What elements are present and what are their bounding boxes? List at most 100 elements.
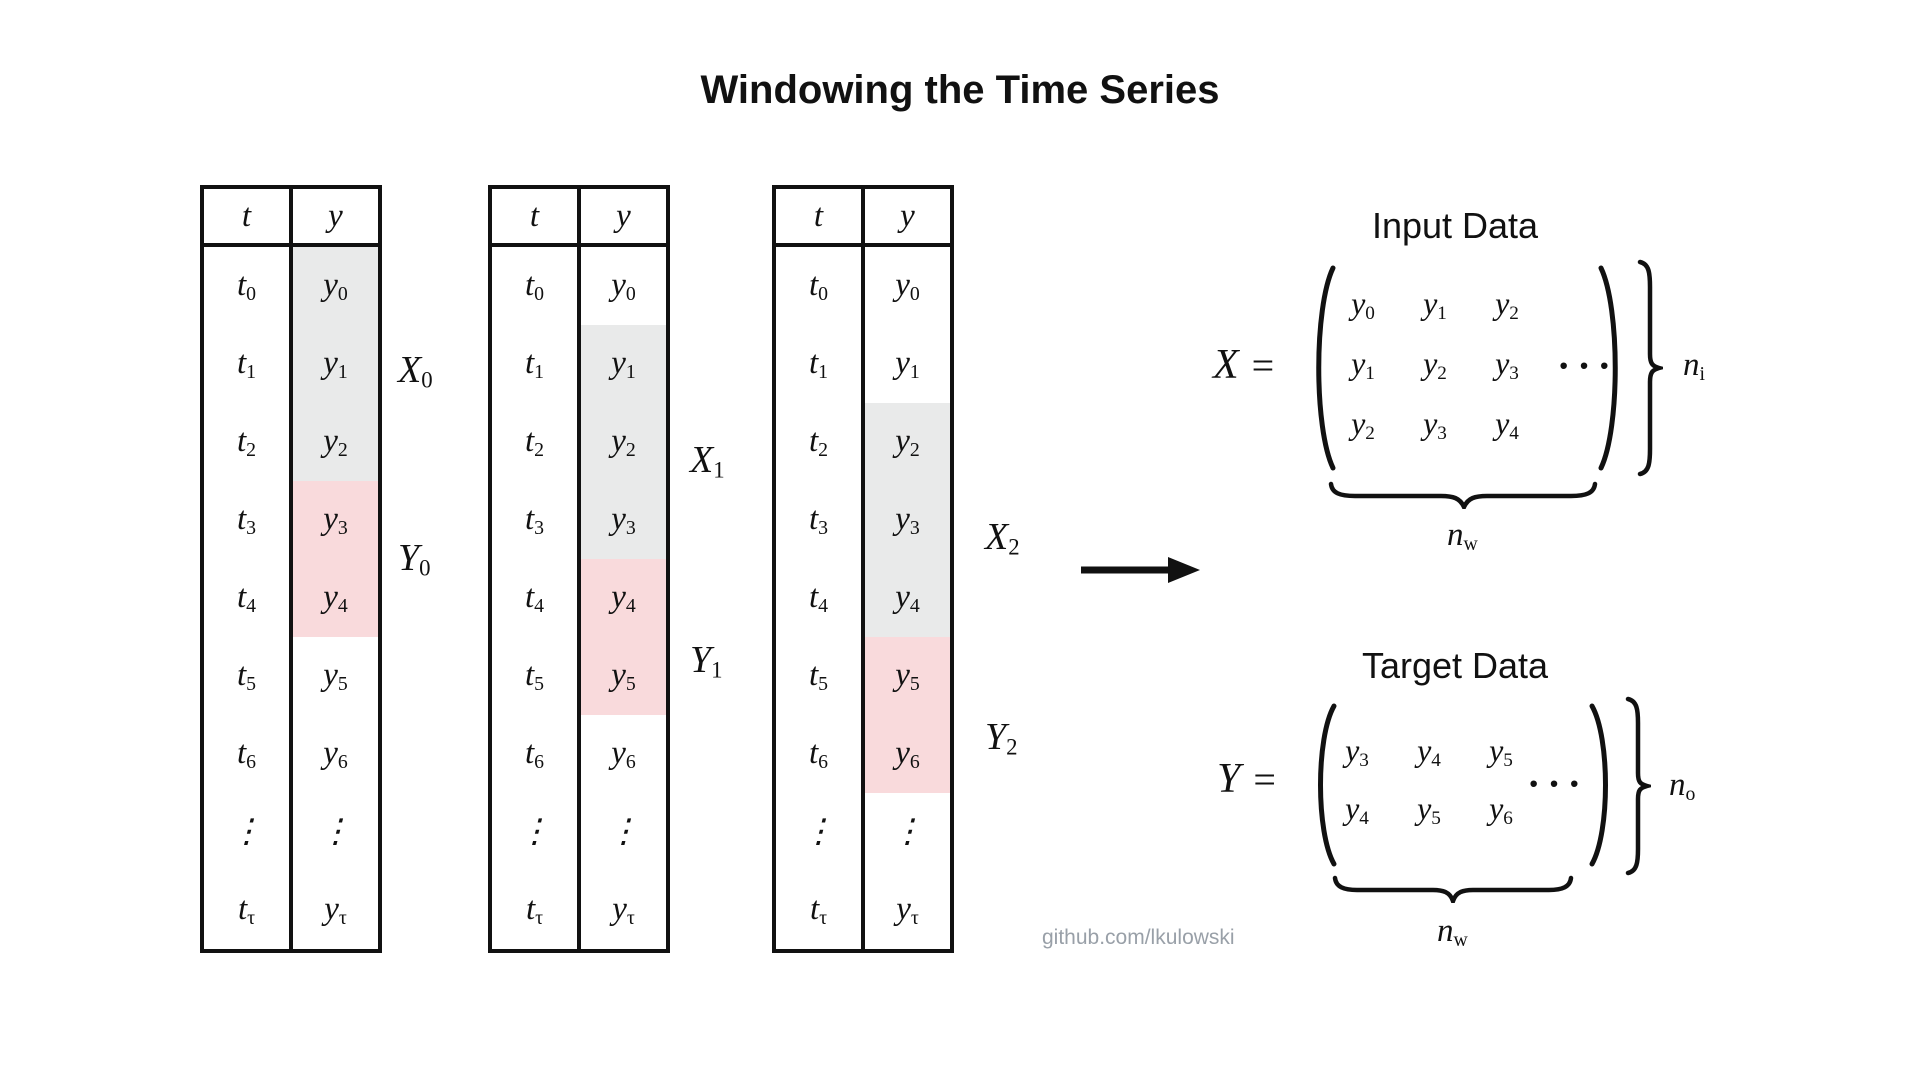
y-cell: ⋮: [891, 814, 924, 851]
y-cell: y0: [611, 266, 636, 305]
table-header: t y: [204, 189, 378, 247]
y-cell: ⋮: [607, 814, 640, 851]
t-cell: t4: [524, 578, 545, 617]
right-brace-icon: [1625, 696, 1651, 876]
t-cell: t2: [808, 422, 829, 461]
t-cell: t6: [808, 734, 829, 773]
target-window-highlight: [581, 559, 666, 715]
t-cell: ⋮: [230, 814, 263, 851]
t-cell: t1: [524, 344, 545, 383]
column-header-t: t: [241, 197, 252, 234]
window-label-x2: X2: [985, 516, 1020, 560]
matrix-cell: y2: [1351, 405, 1375, 444]
column-header-y: y: [577, 189, 666, 243]
matrix-cell: y4: [1417, 732, 1441, 771]
y-cell: y6: [895, 734, 920, 773]
matrix-cell: y1: [1423, 285, 1447, 324]
column-header-y: y: [861, 189, 950, 243]
matrix-cell: y3: [1345, 732, 1369, 771]
input-window-highlight: [865, 403, 950, 637]
column-header-t: t: [529, 197, 540, 234]
t-cell: t0: [808, 266, 829, 305]
t-cell: t5: [808, 656, 829, 695]
y-cell: y5: [895, 656, 920, 695]
window-label-x0: X0: [398, 349, 433, 393]
figure-title: Windowing the Time Series: [700, 68, 1220, 112]
y-cell: y2: [895, 422, 920, 461]
t-cell: tτ: [525, 890, 544, 929]
y-cell: y1: [323, 344, 348, 383]
y-cell: y1: [895, 344, 920, 383]
column-header-t: t: [813, 197, 824, 234]
y-cell: yτ: [896, 890, 919, 929]
t-cell: t3: [236, 500, 257, 539]
t-cell: tτ: [237, 890, 256, 929]
matrix-cell: y3: [1495, 345, 1519, 384]
matrix-cell: y1: [1351, 345, 1375, 384]
right-paren-icon: [1589, 703, 1608, 867]
y-cell: y6: [611, 734, 636, 773]
y-cell: y6: [323, 734, 348, 773]
underbrace-icon: [1332, 875, 1574, 903]
t-cell: t0: [524, 266, 545, 305]
y-cell: y5: [611, 656, 636, 695]
arrow-right-icon: [1081, 557, 1200, 583]
y-cell: y0: [323, 266, 348, 305]
window-label-y2: Y2: [985, 716, 1018, 760]
target-data-title: Target Data: [1361, 645, 1549, 686]
input-width-label: nw: [1447, 517, 1478, 555]
matrix-cell: y5: [1489, 732, 1513, 771]
matrix-cell: y0: [1351, 285, 1375, 324]
y-cell: y2: [611, 422, 636, 461]
window-label-x1: X1: [690, 439, 725, 483]
y-cell: y0: [895, 266, 920, 305]
y-cell: yτ: [612, 890, 635, 929]
y-cell: yτ: [324, 890, 347, 929]
y-cell: y2: [323, 422, 348, 461]
t-cell: t4: [808, 578, 829, 617]
t-cell: t3: [524, 500, 545, 539]
table-header: t y: [492, 189, 666, 247]
t-cell: tτ: [809, 890, 828, 929]
right-paren-icon: [1598, 265, 1618, 471]
y-cell: y4: [323, 578, 348, 617]
window-label-y0: Y0: [398, 537, 431, 581]
matrix-cell: y5: [1417, 790, 1441, 829]
y-cell: y3: [323, 500, 348, 539]
matrix-cell: y4: [1495, 405, 1519, 444]
y-cell: y3: [611, 500, 636, 539]
right-brace-icon: [1637, 259, 1663, 477]
target-lhs: Y=: [1217, 756, 1276, 802]
t-cell: t5: [524, 656, 545, 695]
t-cell: t2: [236, 422, 257, 461]
table-header: t y: [776, 189, 950, 247]
t-cell: ⋮: [802, 814, 835, 851]
underbrace-icon: [1328, 481, 1598, 509]
watermark: github.com/lkulowski: [1042, 926, 1235, 949]
input-data-title: Input Data: [1371, 205, 1539, 246]
y-cell: y4: [611, 578, 636, 617]
window-label-y1: Y1: [690, 639, 723, 683]
t-cell: t3: [808, 500, 829, 539]
t-cell: t4: [236, 578, 257, 617]
left-paren-icon: [1318, 703, 1337, 867]
t-cell: ⋮: [518, 814, 551, 851]
left-paren-icon: [1316, 265, 1336, 471]
matrix-cell: y4: [1345, 790, 1369, 829]
matrix-cell: y6: [1489, 790, 1513, 829]
y-cell: ⋮: [319, 814, 352, 851]
t-cell: t0: [236, 266, 257, 305]
matrix-cell: y2: [1423, 345, 1447, 384]
